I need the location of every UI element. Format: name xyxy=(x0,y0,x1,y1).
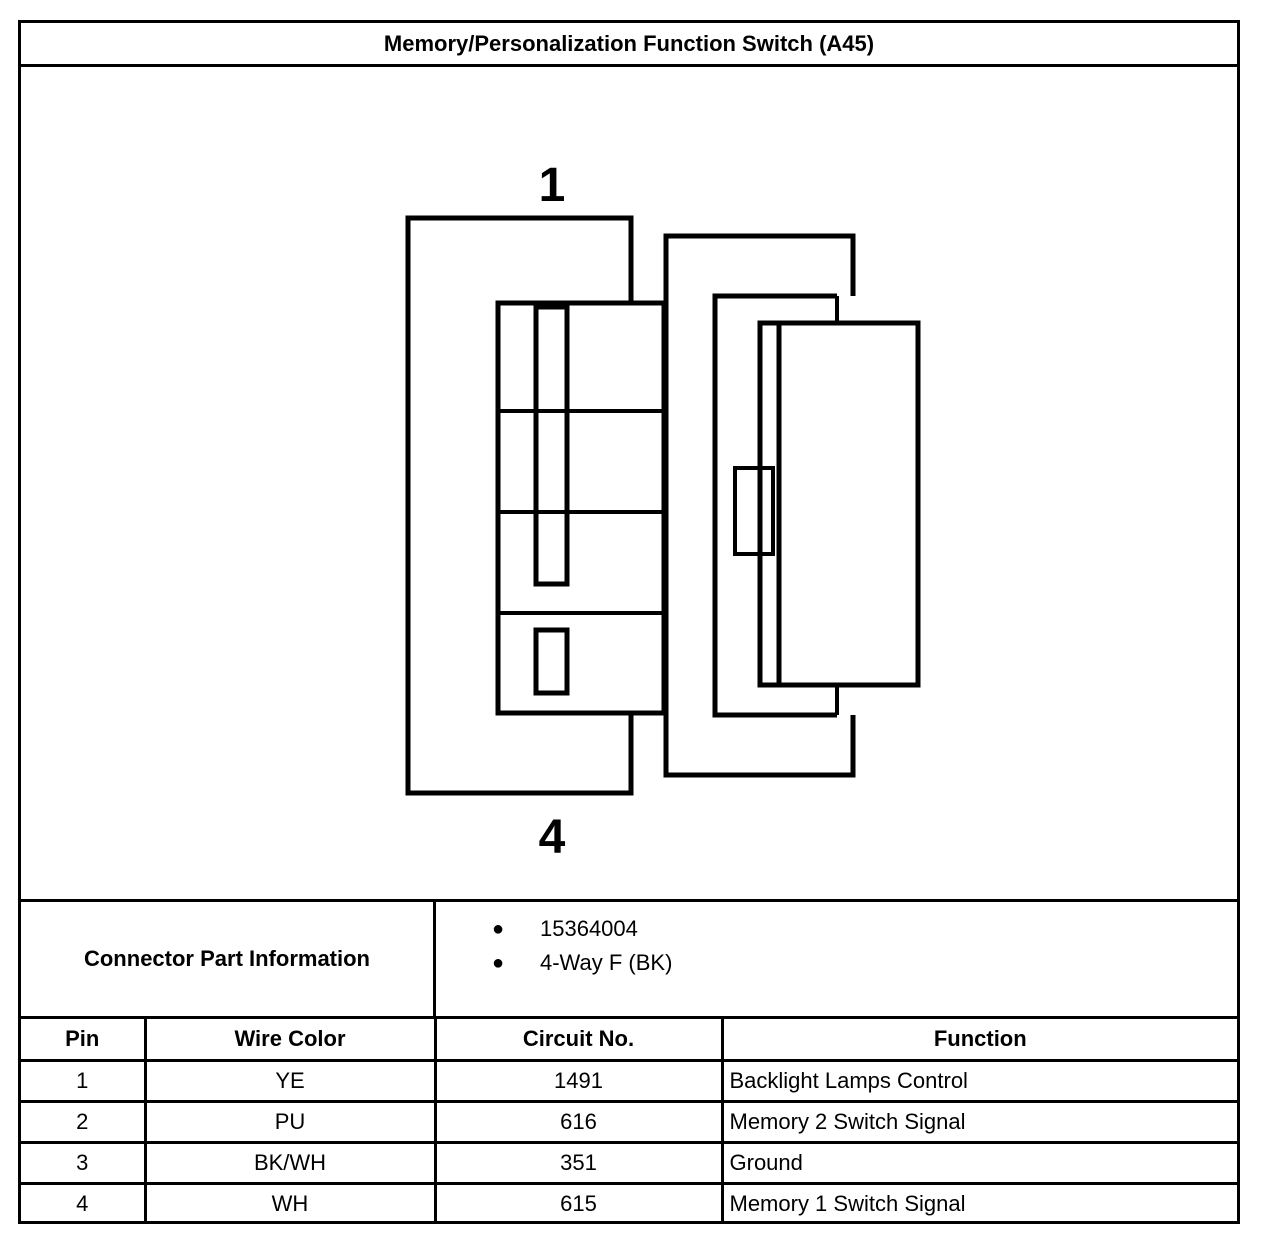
cell-wire-color: BK/WH xyxy=(143,1140,437,1185)
cell-pin: 4 xyxy=(21,1181,147,1224)
cell-circuit: 615 xyxy=(433,1181,724,1224)
cell-wire-color: YE xyxy=(143,1058,437,1103)
connector-info-row: Connector Part Information ● 15364004 ● … xyxy=(21,899,1237,1019)
header-circuit: Circuit No. xyxy=(433,1019,724,1062)
table-row: 1 YE 1491 Backlight Lamps Control xyxy=(21,1058,1237,1103)
sheet-title: Memory/Personalization Function Switch (… xyxy=(21,23,1237,67)
connector-info-item: ● 4-Way F (BK) xyxy=(436,946,1237,980)
table-row: 2 PU 616 Memory 2 Switch Signal xyxy=(21,1099,1237,1144)
cell-function: Backlight Lamps Control xyxy=(720,1058,1237,1103)
pin-table: Pin Wire Color Circuit No. Function 1 YE… xyxy=(21,1019,1237,1224)
latch-body xyxy=(757,320,921,688)
latch-frame-inner xyxy=(712,293,837,718)
connector-sheet: Memory/Personalization Function Switch (… xyxy=(18,20,1240,1224)
cell-wire-color: PU xyxy=(143,1099,437,1144)
connector-drawing: 1 4 xyxy=(21,67,1237,901)
header-wire-color: Wire Color xyxy=(143,1019,437,1062)
bullet-icon: ● xyxy=(492,918,505,940)
cell-function: Memory 2 Switch Signal xyxy=(720,1099,1237,1144)
connector-face-svg: 1 4 xyxy=(405,159,921,864)
cavity-block xyxy=(495,300,667,716)
housing-outline xyxy=(405,215,634,796)
header-function: Function xyxy=(720,1019,1237,1062)
table-row: 4 WH 615 Memory 1 Switch Signal xyxy=(21,1181,1237,1224)
cell-pin: 3 xyxy=(21,1140,147,1185)
cell-function: Ground xyxy=(720,1140,1237,1185)
part-number: 15364004 xyxy=(540,916,638,941)
pin-table-header: Pin Wire Color Circuit No. Function xyxy=(21,1019,1237,1062)
bullet-icon: ● xyxy=(492,952,505,974)
table-row: 3 BK/WH 351 Ground xyxy=(21,1140,1237,1185)
cell-circuit: 616 xyxy=(433,1099,724,1144)
pin-label-bottom: 4 xyxy=(539,811,566,864)
connector-info-label: Connector Part Information xyxy=(21,902,436,1016)
pin-label-top: 1 xyxy=(539,159,566,212)
cell-pin: 2 xyxy=(21,1099,147,1144)
cell-function: Memory 1 Switch Signal xyxy=(720,1181,1237,1224)
header-pin: Pin xyxy=(21,1019,147,1062)
latch-tab xyxy=(733,466,775,556)
cell-pin: 1 xyxy=(21,1058,147,1103)
cell-circuit: 1491 xyxy=(433,1058,724,1103)
latch-frame-outer xyxy=(663,233,856,778)
connector-type: 4-Way F (BK) xyxy=(540,950,673,975)
connector-info-list: ● 15364004 ● 4-Way F (BK) xyxy=(436,902,1237,1026)
connector-info-item: ● 15364004 xyxy=(436,912,1237,946)
cell-wire-color: WH xyxy=(143,1181,437,1224)
cell-circuit: 351 xyxy=(433,1140,724,1185)
terminal-slot-short xyxy=(533,627,570,696)
terminal-slot-long xyxy=(533,304,570,587)
